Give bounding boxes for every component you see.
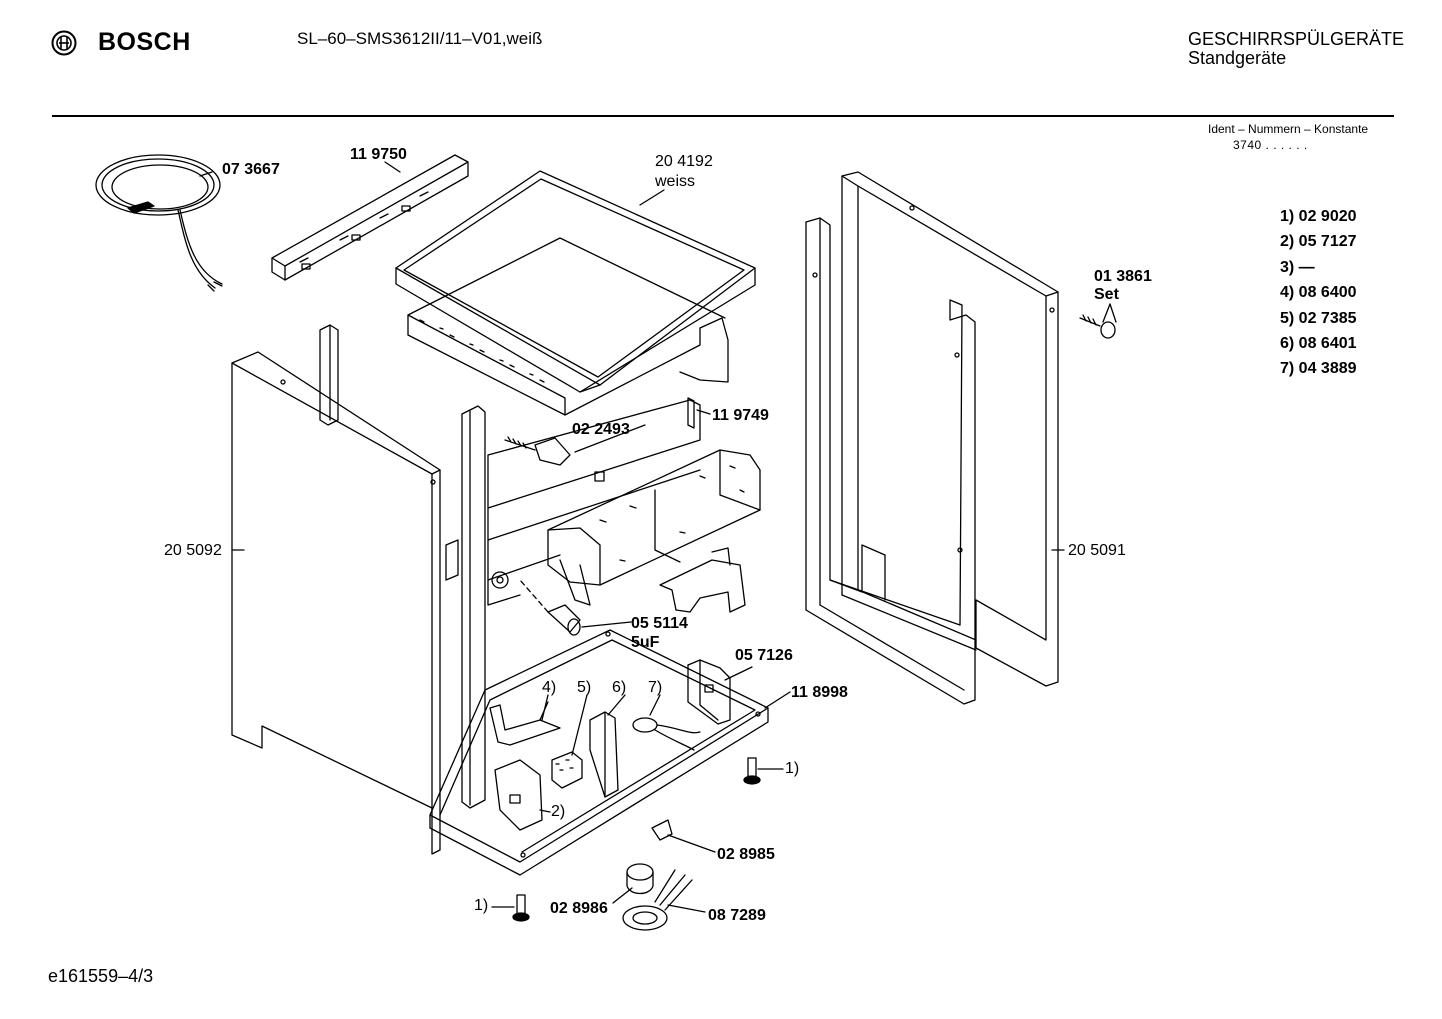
- screw-set-icon: [1079, 314, 1116, 339]
- label-switch: 02 8985: [717, 846, 775, 863]
- base-tray-icon: [429, 629, 769, 876]
- label-left-panel: 20 5092: [164, 542, 222, 559]
- terminal-block-icon: [551, 751, 583, 789]
- label-capacitor: 05 5114: [631, 615, 688, 632]
- leveling-foot-bottom-icon: [512, 894, 530, 922]
- legend-item: 3) —: [1280, 258, 1315, 276]
- worktop-icon: [395, 170, 756, 416]
- parts-legend: 1) 02 9020 2) 05 7127 3) — 4) 08 6400 5)…: [1280, 208, 1357, 386]
- label-float: 02 8986: [550, 900, 608, 917]
- blower-duct-icon: [547, 449, 761, 606]
- category-line-1: GESCHIRRSPÜLGERÄTE: [1188, 29, 1405, 49]
- bosch-logo-icon: [51, 30, 77, 56]
- legend-item: 1) 02 9020: [1280, 208, 1357, 225]
- drain-hose-connector-icon: [659, 547, 746, 613]
- suppressor-capacitor-icon: [632, 717, 701, 751]
- top-rail-icon: [271, 154, 469, 281]
- label-worktop-color: weiss: [655, 173, 696, 190]
- legend-item: 5) 02 7385: [1280, 309, 1357, 327]
- ident-value: 3740 . . . . . .: [1233, 138, 1308, 152]
- capacitor-icon: [519, 579, 581, 636]
- model-title: SL–60–SMS3612II/11–V01,weiß: [297, 29, 543, 48]
- legend-item: 4) 08 6400: [1280, 284, 1357, 302]
- leveling-foot-right-icon: [743, 757, 761, 785]
- label-base-bracket: 05 7126: [735, 647, 793, 664]
- header-divider: [52, 115, 1394, 117]
- right-inner-frame-icon: [805, 217, 976, 705]
- category-title: GESCHIRRSPÜLGERÄTE Standgeräte: [1188, 30, 1404, 68]
- label-screw-set: Set: [1094, 286, 1119, 303]
- brand-name: BOSCH: [98, 28, 191, 56]
- left-upright-frame-icon: [319, 324, 486, 809]
- legend-item: 2) 05 7127: [1280, 233, 1357, 251]
- ident-title: Ident – Nummern – Konstante: [1208, 122, 1369, 136]
- label-bracket: 11 9749: [712, 407, 769, 424]
- callout-1-right: 1): [785, 760, 800, 777]
- label-rail: 11 9750: [350, 146, 407, 163]
- label-capacitor-value: 5uF: [631, 634, 660, 651]
- hose-clip-part-icon: [489, 701, 561, 746]
- mounting-bracket-icon: [589, 711, 619, 798]
- label-right-panel: 20 5091: [1068, 542, 1126, 559]
- left-side-panel-icon: [231, 351, 441, 855]
- callout-6: 6): [612, 679, 627, 696]
- callout-4: 4): [542, 679, 557, 696]
- heater-bracket-icon: [494, 759, 543, 831]
- label-worktop-number: 20 4192: [655, 153, 713, 170]
- label-cable: 07 3667: [222, 161, 280, 178]
- label-screw-set-number: 01 3861: [1094, 268, 1152, 285]
- label-clip: 02 2493: [572, 421, 630, 438]
- right-side-panel-icon: [841, 171, 1059, 687]
- callout-7: 7): [648, 679, 663, 696]
- drawing-code: e161559–4/3: [48, 966, 154, 986]
- legend-item: 7) 04 3889: [1280, 360, 1357, 378]
- micro-switch-icon: [651, 819, 673, 841]
- base-bracket-icon: [687, 659, 731, 725]
- screw-clip-icon: [504, 436, 571, 466]
- callout-5: 5): [577, 679, 592, 696]
- callout-1-bottom: 1): [474, 897, 489, 914]
- leader-lines: [199, 161, 1117, 913]
- float-icon: [626, 863, 654, 895]
- power-cable-icon: [95, 154, 223, 292]
- label-base: 11 8998: [791, 684, 848, 701]
- label-level-switch: 08 7289: [708, 907, 766, 924]
- category-line-2: Standgeräte: [1188, 48, 1287, 68]
- callout-2: 2): [551, 803, 566, 820]
- inner-frame-icon: [487, 397, 701, 606]
- legend-item: 6) 08 6401: [1280, 334, 1357, 352]
